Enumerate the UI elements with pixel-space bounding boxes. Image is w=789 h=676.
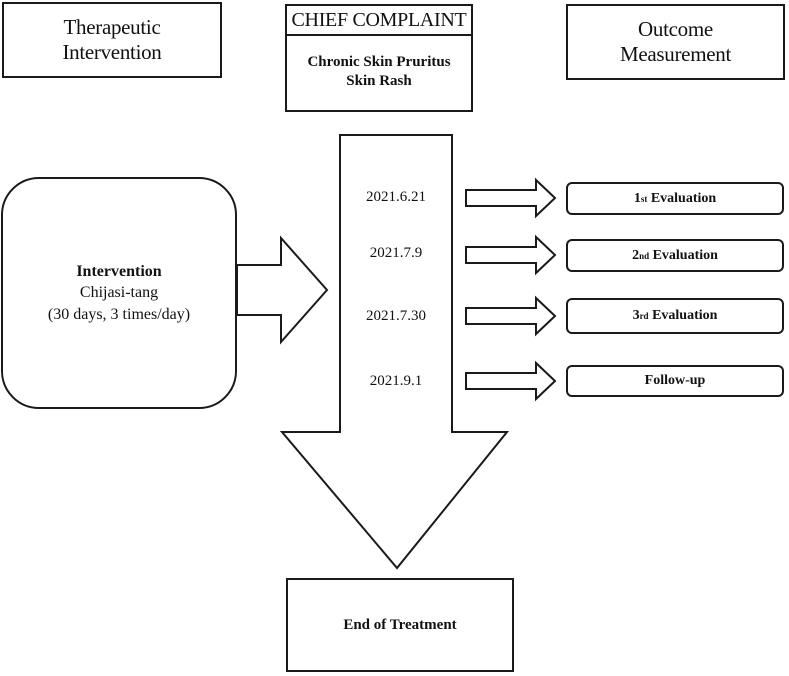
intervention-regimen: (30 days, 3 times/day) [47,305,191,323]
end-of-treatment-label: End of Treatment [343,616,457,633]
outcome-header-line1: Outcome [638,16,713,41]
intervention-title: Intervention [76,262,162,280]
timeline-date-4: 2021.9.1 [369,373,423,389]
eval-arrow-3 [465,295,557,337]
therapeutic-header-line1: Therapeutic [63,14,161,39]
outcome-measurement-header: Outcome Measurement [566,4,785,80]
follow-up-box: Follow-up [566,365,784,397]
eval-arrow-2 [465,234,557,276]
timeline-date-2: 2021.7.9 [369,245,423,261]
evaluation-3-num: 3 [632,308,640,323]
evaluation-1-num: 1 [633,190,641,206]
follow-up-label: Follow-up [644,373,706,388]
eval-arrow-1 [465,177,557,219]
evaluation-2-num: 2 [632,247,640,263]
therapeutic-header-line2: Intervention [62,40,162,64]
evaluation-2-sup: nd [639,250,650,261]
outcome-header-line2: Measurement [620,42,731,66]
evaluation-3-sup: rd [639,311,649,321]
chief-complaint-title: CHIEF COMPLAINT [287,6,471,36]
intervention-drug: Chijasi-tang [79,284,159,302]
intervention-arrow [236,235,329,345]
end-of-treatment-box: End of Treatment [286,578,514,672]
complaint-list: Chronic Skin Pruritus Skin Rash [287,36,471,108]
timeline-date-1: 2021.6.21 [366,189,426,205]
main-timeline-arrow [279,134,510,570]
intervention-box: Intervention Chijasi-tang (30 days, 3 ti… [1,177,237,409]
complaint-pruritus: Chronic Skin Pruritus [307,53,451,70]
evaluation-1-sup: st [640,193,648,204]
evaluation-2-label: Evaluation [652,247,718,263]
eval-arrow-4 [465,360,557,402]
timeline-date-3: 2021.7.30 [366,308,426,324]
evaluation-1-label: Evaluation [650,190,717,206]
therapeutic-intervention-header: Therapeutic Intervention [2,2,222,78]
evaluation-3-label: Evaluation [652,308,718,323]
complaint-rash: Skin Rash [346,73,412,89]
chief-complaint-box: CHIEF COMPLAINT Chronic Skin Pruritus Sk… [285,4,473,112]
